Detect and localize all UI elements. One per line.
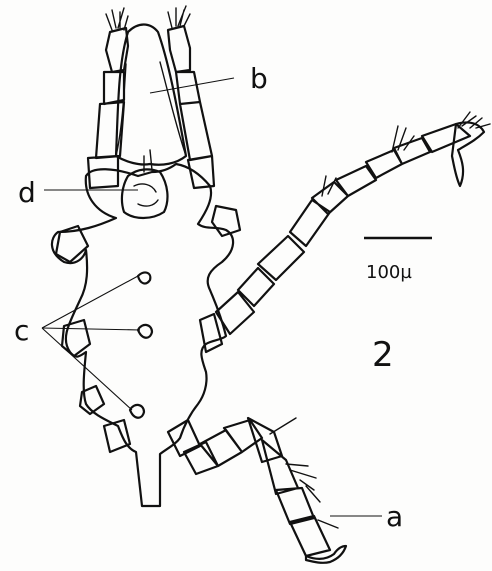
long-leg-upper-claw — [452, 122, 484, 186]
right-leg-1 — [212, 206, 240, 236]
scale-bar-label: 100µ — [366, 262, 412, 283]
label-d: d — [18, 176, 36, 209]
left-palp — [88, 28, 128, 188]
leader-c-1 — [42, 276, 138, 328]
rostrum — [116, 25, 186, 165]
leader-c-2 — [42, 328, 140, 330]
pore-c-2 — [138, 325, 152, 338]
plate-d — [122, 169, 168, 218]
right-palp-setae — [168, 6, 190, 28]
pore-c-1 — [138, 273, 150, 284]
pore-c-3 — [130, 405, 144, 418]
label-b: b — [250, 62, 268, 95]
long-leg-lower-setae — [270, 418, 338, 528]
long-leg-lower — [168, 418, 330, 556]
left-palp-setae — [106, 8, 128, 30]
figure-number: 2 — [372, 335, 394, 375]
body-outline — [52, 164, 233, 506]
head-capsule-right — [160, 62, 186, 156]
leader-b — [150, 78, 234, 93]
leader-c-3 — [42, 328, 132, 410]
long-leg-upper-setae — [322, 112, 490, 196]
plate-d-detail — [134, 150, 158, 206]
label-a: a — [386, 500, 403, 533]
label-c: c — [14, 314, 29, 347]
